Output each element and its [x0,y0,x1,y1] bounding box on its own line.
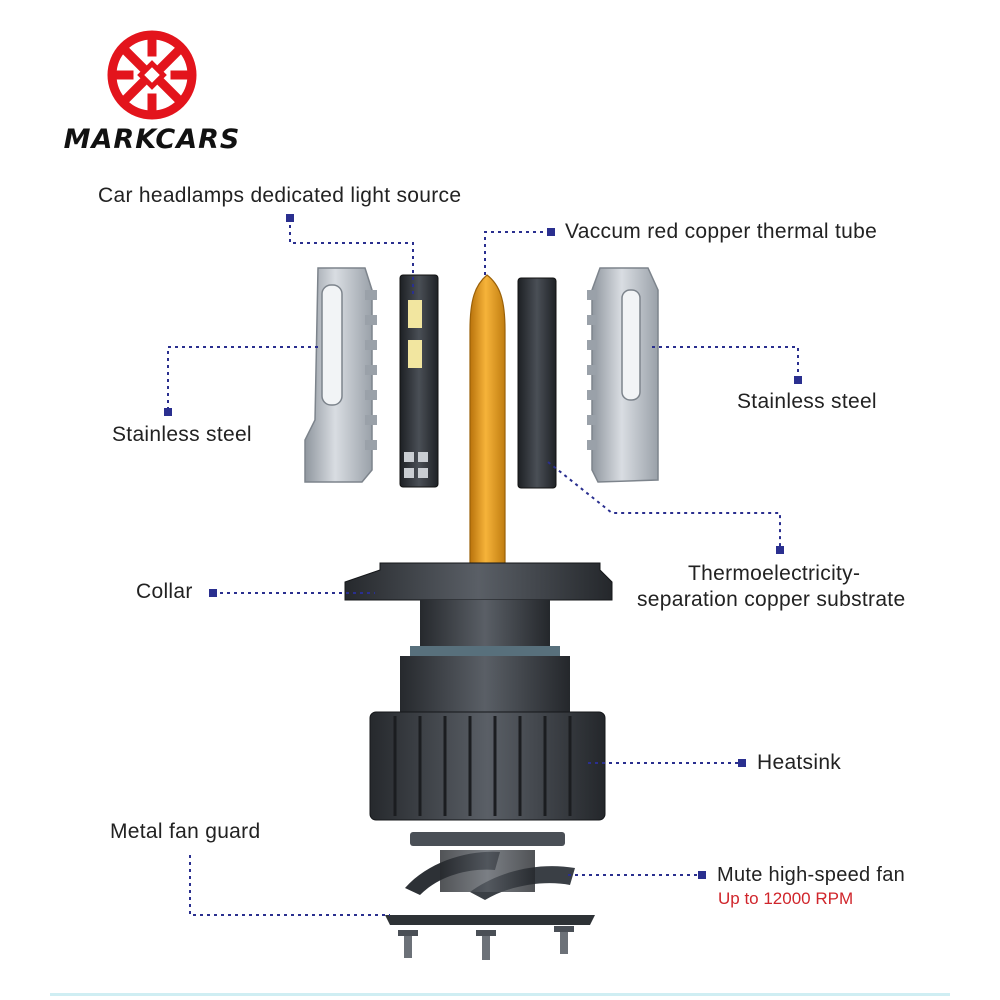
stainless-steel-plate-right [587,267,659,483]
screw-icon [398,926,574,960]
copper-thermal-tube [469,274,506,591]
stainless-steel-plate-left [304,267,377,483]
collar [344,562,613,656]
label-heatsink: Heatsink [757,751,842,774]
heatsink [369,656,606,821]
leader-lines [167,218,799,916]
label-thermal-tube: Vaccum red copper thermal tube [565,220,878,243]
bottom-divider [50,993,950,996]
brand-name: MARKCARS [63,124,241,155]
label-substrate-line1: Thermoelectricity- [688,562,861,585]
led-light-source-board [399,274,439,488]
label-light-source: Car headlamps dedicated light source [98,184,462,207]
label-fan-guard: Metal fan guard [110,820,261,843]
label-fan-speed: Up to 12000 RPM [718,889,854,908]
copper-substrate-board [517,277,557,489]
label-substrate-line2: separation copper substrate [637,588,906,611]
leader-markers [164,214,802,879]
label-stainless-left: Stainless steel [112,423,252,446]
label-fan: Mute high-speed fan [717,864,906,886]
label-stainless-right: Stainless steel [737,390,877,413]
red-circle-x-logo-icon [107,30,197,120]
fan [405,832,575,900]
label-collar: Collar [136,580,193,603]
metal-fan-guard [385,915,595,925]
